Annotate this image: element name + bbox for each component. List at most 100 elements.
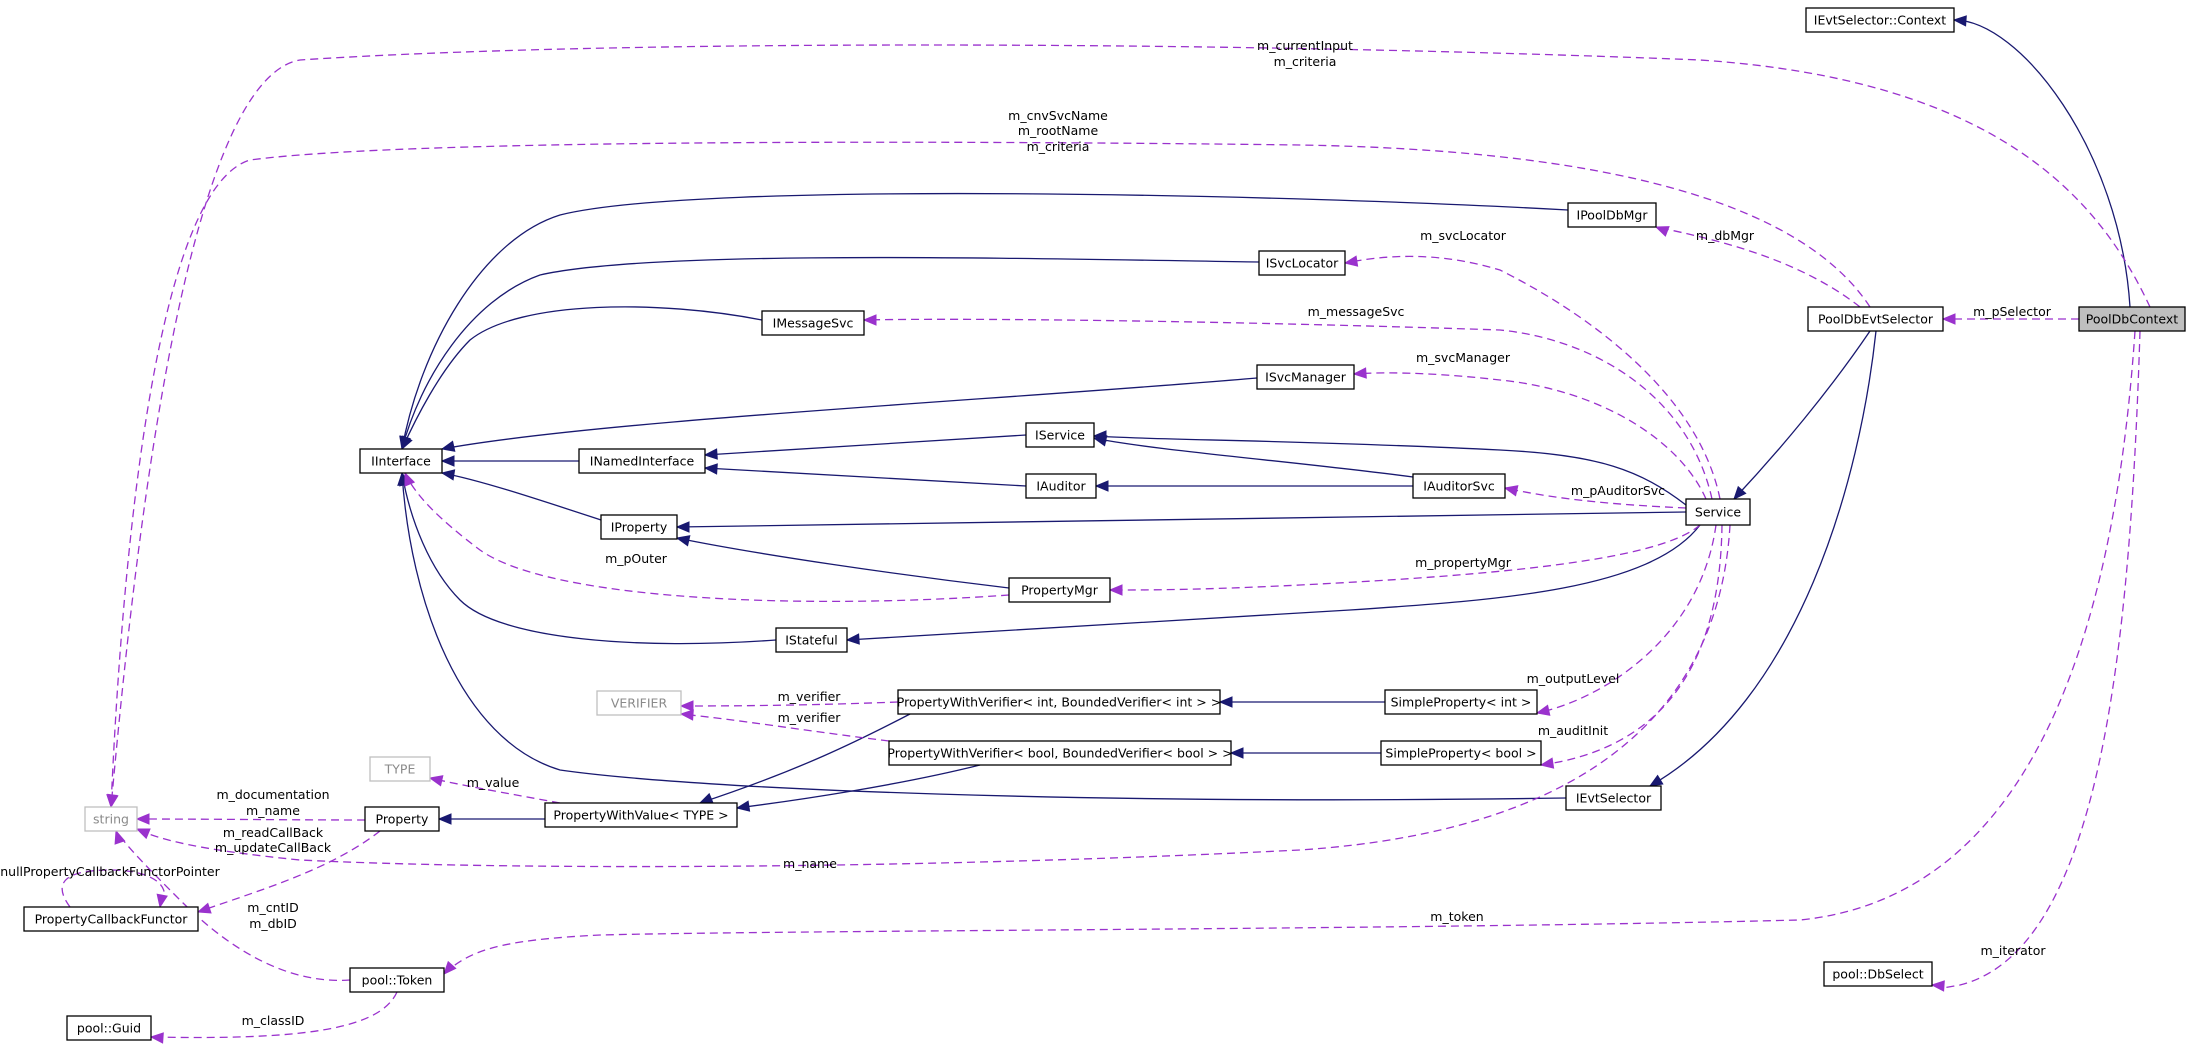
inheritance-edge-iproperty-to-iinterface: [440, 469, 602, 521]
inheritance-edge-iauditorsvc-to-iauditor: [1094, 480, 1413, 492]
inheritance-edge-pooldbevtselector-to-service: [1733, 330, 1871, 500]
class-node-pooldbcontext[interactable]: PoolDbContext: [2078, 306, 2186, 332]
inheritance-edge-inamedinterface-to-iinterface: [440, 455, 579, 467]
edge-label-cnvsvcname: m_cnvSvcName: [1008, 108, 1108, 123]
edge-label-nullpcfp: nullPropertyCallbackFunctorPointer: [0, 864, 220, 879]
class-node-dbselect[interactable]: pool::DbSelect: [1823, 961, 1933, 987]
usage-edge-property-to-string: [135, 813, 366, 825]
edge-label-messagesvc: m_messageSvc: [1308, 304, 1405, 319]
usage-edge-service-to-spbool: [1539, 524, 1723, 769]
edge-label-name2: m_name: [783, 856, 837, 871]
class-node-label: IPoolDbMgr: [1577, 208, 1649, 223]
inheritance-edge-ipooldbmgr-to-iinterface: [399, 192, 1569, 451]
inheritance-edge-service-to-iproperty: [675, 511, 1687, 533]
usage-edge-pooldbcontext-to-dbselect: [1930, 330, 2141, 992]
usage-edge-pvbool-to-verifier: [679, 709, 890, 742]
class-node-label: ISvcLocator: [1266, 256, 1339, 271]
class-node-spbool[interactable]: SimpleProperty< bool >: [1380, 740, 1542, 766]
class-node-guid[interactable]: pool::Guid: [66, 1015, 152, 1041]
edge-label-updatecallback: m_updateCallBack: [215, 840, 332, 855]
usage-edge-token-to-guid: [149, 991, 398, 1044]
edge-label-classid: m_classID: [242, 1013, 305, 1028]
usage-edge-service-to-isvclocator: [1343, 255, 1721, 500]
usage-edge-pvint-to-verifier: [679, 700, 899, 712]
inheritance-edge-spint-to-pvint: [1218, 696, 1385, 708]
class-node-type[interactable]: TYPE: [369, 756, 431, 782]
class-node-iinterface[interactable]: IInterface: [359, 448, 443, 474]
inheritance-edge-spbool-to-pvbool: [1229, 747, 1381, 759]
class-node-iauditorsvc[interactable]: IAuditorSvc: [1412, 473, 1506, 499]
class-node-label: IAuditor: [1036, 479, 1086, 494]
edge-label-verifier1: m_verifier: [778, 689, 842, 704]
class-node-string[interactable]: string: [84, 806, 138, 832]
class-node-label: PropertyCallbackFunctor: [35, 912, 189, 927]
class-node-imessagesvc[interactable]: IMessageSvc: [761, 310, 865, 336]
edge-label-pselector: m_pSelector: [1973, 304, 2052, 319]
class-node-property[interactable]: Property: [364, 806, 440, 832]
class-node-label: PropertyMgr: [1021, 583, 1099, 598]
class-node-isvclocator[interactable]: ISvcLocator: [1258, 250, 1346, 276]
class-node-label: PropertyWithValue< TYPE >: [553, 808, 728, 823]
class-node-service[interactable]: Service: [1685, 498, 1751, 526]
class-node-label: IProperty: [611, 520, 668, 535]
usage-edge-service-to-iauditorsvc: [1503, 485, 1687, 509]
edge-label-pouter: m_pOuter: [605, 551, 668, 566]
inheritance-edge-service-to-istateful: [845, 524, 1701, 645]
edge-label-auditinit: m_auditInit: [1538, 723, 1608, 738]
edge-label-dbmgr: m_dbMgr: [1696, 228, 1755, 243]
class-node-label: SimpleProperty< int >: [1391, 695, 1532, 710]
class-node-verifier[interactable]: VERIFIER: [596, 690, 682, 716]
inheritance-edge-imessagesvc-to-iinterface: [401, 306, 763, 451]
edge-label-svclocator: m_svcLocator: [1420, 228, 1507, 243]
class-node-spint[interactable]: SimpleProperty< int >: [1384, 689, 1538, 715]
class-node-ievtselector[interactable]: IEvtSelector: [1565, 785, 1662, 811]
class-node-label: string: [93, 812, 129, 827]
inheritance-edge-iservice-to-inamedinterface: [703, 434, 1027, 460]
class-node-label: VERIFIER: [611, 696, 668, 711]
edge-label-pauditorsvc: m_pAuditorSvc: [1571, 483, 1665, 498]
inheritance-edge-isvclocator-to-iinterface: [400, 256, 1260, 451]
class-node-label: IAuditorSvc: [1423, 479, 1495, 494]
class-node-label: pool::DbSelect: [1832, 967, 1923, 982]
edge-label-readcallback: m_readCallBack: [223, 825, 324, 840]
edge-label-iterator: m_iterator: [1981, 943, 2047, 958]
class-node-token[interactable]: pool::Token: [349, 967, 445, 993]
class-node-iservice[interactable]: IService: [1025, 422, 1095, 448]
class-node-pwv[interactable]: PropertyWithValue< TYPE >: [544, 802, 738, 828]
usage-edge-service-to-imessagesvc: [862, 314, 1713, 500]
class-node-pcf[interactable]: PropertyCallbackFunctor: [23, 906, 199, 932]
class-node-label: IMessageSvc: [773, 316, 854, 331]
edge-label-name1: m_name: [246, 803, 300, 818]
usage-edge-service-to-isvcmanager: [1352, 367, 1707, 500]
class-node-label: PoolDbContext: [2086, 312, 2178, 327]
class-node-label: IInterface: [371, 454, 431, 469]
class-node-ipooldbmgr[interactable]: IPoolDbMgr: [1567, 202, 1657, 228]
usage-edge-pooldbcontext-to-pooldbevtselector: [1941, 313, 2079, 325]
class-node-isvcmanager[interactable]: ISvcManager: [1256, 364, 1355, 390]
edge-label-value: m_value: [467, 775, 520, 790]
class-node-pvint[interactable]: PropertyWithVerifier< int, BoundedVerifi…: [897, 689, 1221, 715]
edge-label-svcmanager: m_svcManager: [1416, 350, 1511, 365]
class-node-propertymgr[interactable]: PropertyMgr: [1008, 577, 1111, 603]
inheritance-edge-isvcmanager-to-iinterface: [440, 377, 1258, 452]
class-node-label: pool::Token: [362, 973, 433, 988]
class-node-iauditor[interactable]: IAuditor: [1025, 473, 1097, 499]
edge-label-criteria2: m_criteria: [1027, 139, 1090, 154]
class-node-istateful[interactable]: IStateful: [775, 627, 848, 653]
inheritance-edge-service-to-iservice: [1092, 430, 1687, 506]
usage-edge-pooldbevtselector-to-ipooldbmgr: [1654, 226, 1861, 308]
class-node-pooldbevtselector[interactable]: PoolDbEvtSelector: [1807, 306, 1944, 332]
class-node-pvbool[interactable]: PropertyWithVerifier< bool, BoundedVerif…: [887, 740, 1233, 766]
class-node-label: Service: [1695, 505, 1742, 520]
edge-label-rootname: m_rootName: [1018, 123, 1099, 138]
class-node-label: INamedInterface: [590, 454, 695, 469]
class-node-ievtselectorcontext[interactable]: IEvtSelector::Context: [1805, 7, 1955, 33]
class-node-label: PropertyWithVerifier< int, BoundedVerifi…: [897, 695, 1221, 710]
usage-edge-property-to-pcf: [196, 830, 381, 914]
class-node-inamedinterface[interactable]: INamedInterface: [578, 448, 706, 474]
inheritance-edge-pooldbevtselector-to-ievtselector: [1648, 330, 1877, 787]
edge-label-propertymgr: m_propertyMgr: [1415, 555, 1512, 570]
class-node-iproperty[interactable]: IProperty: [600, 514, 678, 540]
edge-label-verifier2: m_verifier: [778, 710, 842, 725]
